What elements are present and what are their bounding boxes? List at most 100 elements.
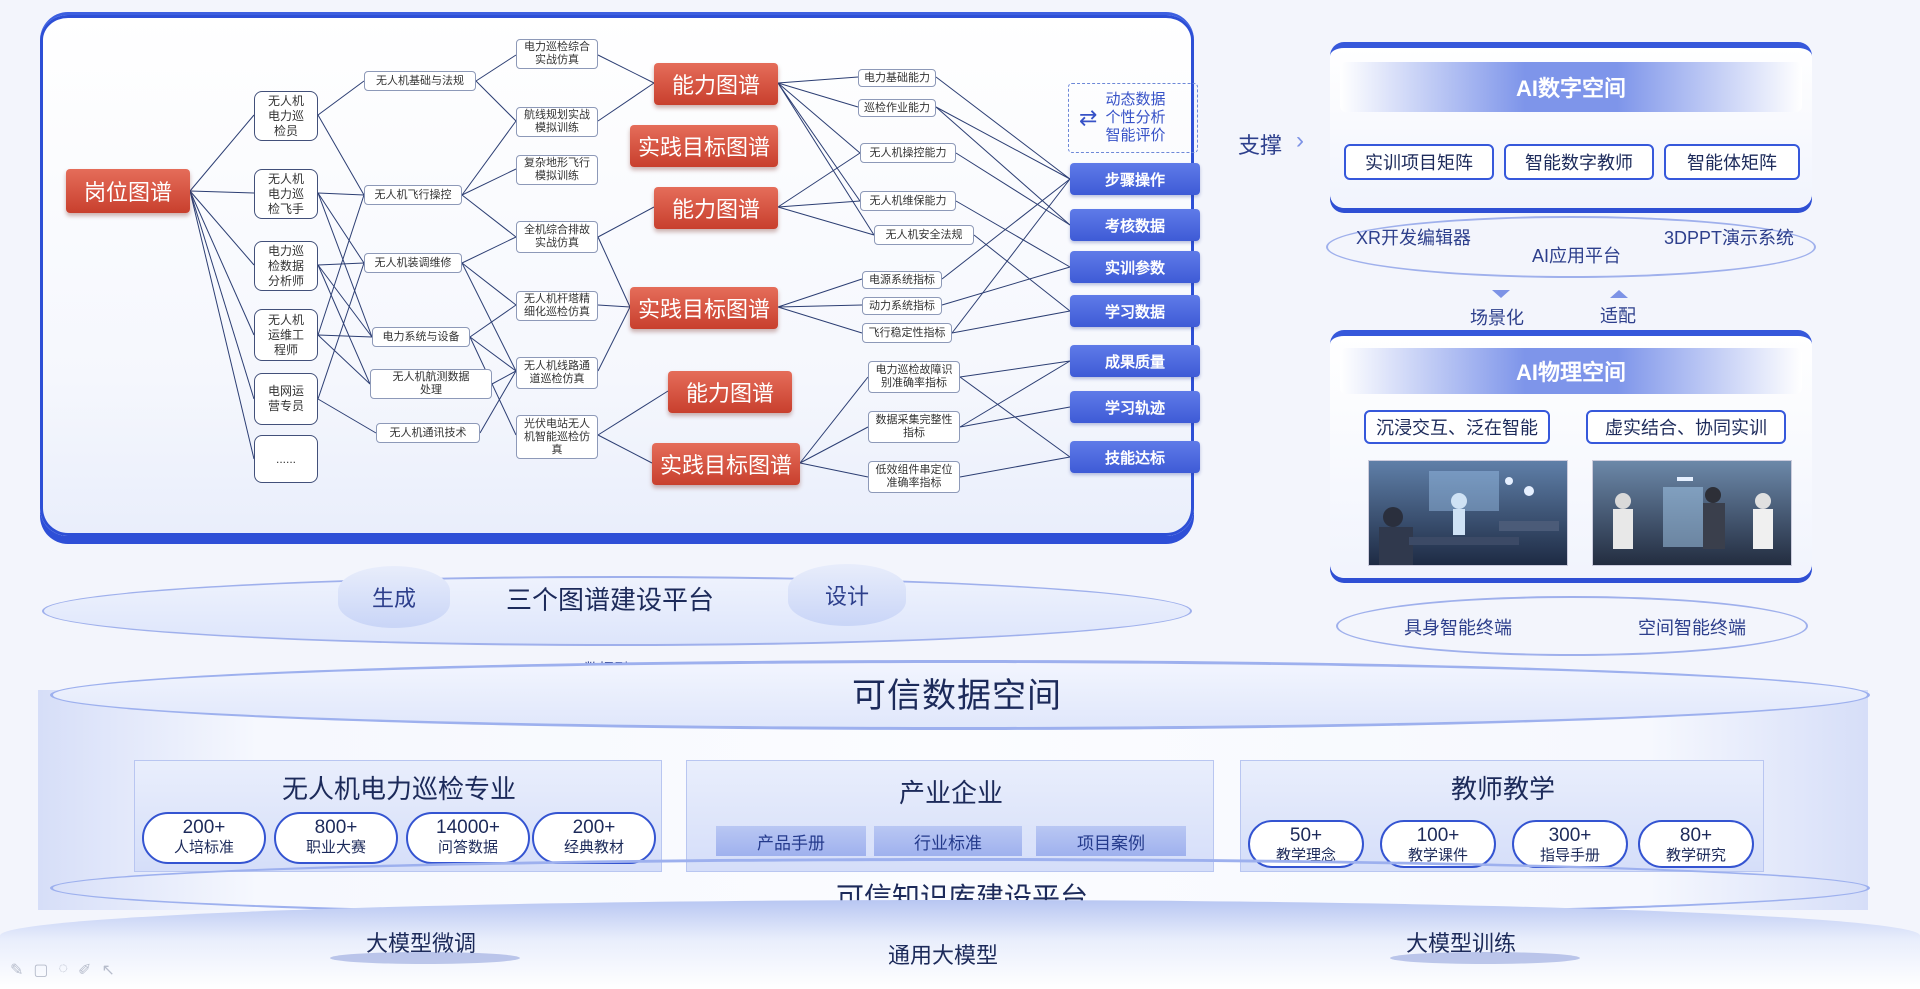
role-node[interactable]: 电网运 营专员 xyxy=(254,373,318,425)
skill-node[interactable]: 电力系统与设备 xyxy=(372,327,470,347)
connector-line xyxy=(597,82,655,122)
skill-node[interactable]: 无人机通讯技术 xyxy=(376,423,480,443)
role-node[interactable]: 无人机 运维工 程师 xyxy=(254,309,318,361)
output-step-ops[interactable]: 步骤操作 xyxy=(1070,163,1200,195)
connector-line xyxy=(799,426,869,464)
practice-graph-node[interactable]: 实践目标图谱 xyxy=(630,125,778,167)
connector-line xyxy=(461,168,517,196)
indicator-node[interactable]: 电力巡检故障识 别准确率指标 xyxy=(868,361,960,393)
dynamic-line: 个性分析 xyxy=(1105,109,1166,126)
output-exam-data[interactable]: 考核数据 xyxy=(1070,209,1200,241)
connector-line xyxy=(935,76,1071,180)
output-learning-track[interactable]: 学习轨迹 xyxy=(1070,391,1200,423)
connector-line xyxy=(189,190,255,266)
ability-graph-node[interactable]: 能力图谱 xyxy=(654,187,778,229)
stat-vocational-contest[interactable]: 800+职业大赛 xyxy=(274,812,398,864)
task-node[interactable]: 无人机线路通 道巡检仿真 xyxy=(516,357,598,389)
indicator-node[interactable]: 无人机操控能力 xyxy=(860,143,956,163)
connector-line xyxy=(973,234,1071,312)
stat-classic-textbook[interactable]: 200+经典教材 xyxy=(532,812,656,864)
practice-graph-node[interactable]: 实践目标图谱 xyxy=(630,287,778,329)
training-project-matrix-button[interactable]: 实训项目矩阵 xyxy=(1344,144,1494,180)
connector-line xyxy=(799,462,869,478)
connector-line xyxy=(959,360,1071,428)
product-manual-tag[interactable]: 产品手册 xyxy=(716,826,866,856)
industry-standard-tag[interactable]: 行业标准 xyxy=(874,826,1022,856)
stat-teaching-research[interactable]: 80+教学研究 xyxy=(1638,820,1754,868)
role-node[interactable]: 无人机 电力巡 检飞手 xyxy=(254,169,318,219)
role-node[interactable]: ...... xyxy=(254,435,318,483)
indicator-node[interactable]: 低效组件串定位 准确率指标 xyxy=(868,461,960,493)
copy-icon[interactable]: ▢ xyxy=(33,962,49,979)
indicator-node[interactable]: 飞行稳定性指标 xyxy=(862,323,952,343)
stat-number: 100+ xyxy=(1416,825,1460,846)
task-node[interactable]: 全机综合排故 实战仿真 xyxy=(516,221,598,253)
model-finetune-label: 大模型微调 xyxy=(366,931,477,956)
indicator-node[interactable]: 电力基础能力 xyxy=(858,69,936,87)
marker-icon[interactable]: ✐ xyxy=(78,962,92,979)
practice-graph-node[interactable]: 实践目标图谱 xyxy=(652,443,800,485)
skill-node[interactable]: 无人机航测数据 处理 xyxy=(370,369,492,399)
connector-line xyxy=(189,190,255,460)
connector-line xyxy=(777,278,863,308)
connector-line xyxy=(935,106,1071,180)
trusted-data-space-ring xyxy=(50,660,1870,730)
task-node[interactable]: 无人机杆塔精 细化巡检仿真 xyxy=(516,291,598,321)
connector-line xyxy=(317,264,371,385)
design-pill[interactable]: 设计 xyxy=(788,564,906,626)
connector-line xyxy=(597,306,631,372)
output-training-params[interactable]: 实训参数 xyxy=(1070,251,1200,283)
ai-digital-title: AI数字空间 xyxy=(1340,62,1802,112)
annotation-toolbar: ✎ ▢ ◌ ✐ ↖ xyxy=(10,960,115,980)
output-learning-data[interactable]: 学习数据 xyxy=(1070,295,1200,327)
stat-number: 14000+ xyxy=(436,817,500,838)
indicator-node[interactable]: 数据采集完整性 指标 xyxy=(868,411,960,443)
connector-line xyxy=(941,178,1071,280)
task-node[interactable]: 复杂地形飞行 模拟训练 xyxy=(516,155,598,185)
indicator-node[interactable]: 电源系统指标 xyxy=(862,271,942,289)
adapt-label: 适配 xyxy=(1600,306,1636,326)
stat-training-standard[interactable]: 200+人培标准 xyxy=(142,812,266,864)
indicator-node[interactable]: 巡检作业能力 xyxy=(858,99,936,117)
ai-physical-space-panel: AI物理空间 沉浸交互、泛在智能 虚实结合、协同实训 xyxy=(1330,330,1812,578)
role-graph-node[interactable]: 岗位图谱 xyxy=(66,169,190,213)
connector-line xyxy=(951,310,1071,334)
teaching-segment-title: 教师教学 xyxy=(1450,774,1555,804)
immersive-interaction-button[interactable]: 沉浸交互、泛在智能 xyxy=(1364,410,1550,444)
stat-courseware[interactable]: 100+教学课件 xyxy=(1380,820,1496,868)
ability-graph-node[interactable]: 能力图谱 xyxy=(654,63,778,105)
project-case-tag[interactable]: 项目案例 xyxy=(1036,826,1186,856)
connector-line xyxy=(479,370,517,434)
skill-node[interactable]: 无人机基础与法规 xyxy=(364,71,476,91)
stat-qa-data[interactable]: 14000+问答数据 xyxy=(406,812,530,864)
task-node[interactable]: 电力巡检综合 实战仿真 xyxy=(516,39,598,69)
task-node[interactable]: 航线规划实战 模拟训练 xyxy=(516,107,598,137)
dynamic-line: 动态数据 xyxy=(1105,91,1166,108)
generate-pill[interactable]: 生成 xyxy=(338,566,450,628)
stat-guide-manual[interactable]: 300+指导手册 xyxy=(1512,820,1628,868)
skill-node[interactable]: 无人机装调维修 xyxy=(364,253,462,273)
virtual-real-button[interactable]: 虚实结合、协同实训 xyxy=(1586,410,1786,444)
ability-graph-node[interactable]: 能力图谱 xyxy=(668,371,792,413)
swap-arrows-icon: ⇄ xyxy=(1079,105,1098,130)
connector-line xyxy=(461,194,517,238)
output-skill-reach[interactable]: 技能达标 xyxy=(1070,441,1200,473)
output-result-quality[interactable]: 成果质量 xyxy=(1070,345,1200,377)
connector-line xyxy=(317,334,373,338)
role-node[interactable]: 无人机 电力巡 检员 xyxy=(254,91,318,141)
connector-line xyxy=(777,82,861,202)
role-node[interactable]: 电力巡 检数据 分析师 xyxy=(254,241,318,291)
agent-matrix-button[interactable]: 智能体矩阵 xyxy=(1664,144,1800,180)
skill-node[interactable]: 无人机飞行操控 xyxy=(364,185,462,205)
lasso-icon[interactable]: ◌ xyxy=(58,960,69,977)
connector-line xyxy=(469,304,517,338)
connector-line xyxy=(777,82,859,108)
digital-teacher-button[interactable]: 智能数字教师 xyxy=(1504,144,1654,180)
stat-number: 80+ xyxy=(1679,825,1713,846)
pointer-icon[interactable]: ↖ xyxy=(101,962,115,979)
pen-icon[interactable]: ✎ xyxy=(10,962,24,979)
indicator-node[interactable]: 无人机安全法规 xyxy=(874,225,974,245)
indicator-node[interactable]: 动力系统指标 xyxy=(862,297,942,315)
task-node[interactable]: 光伏电站无人 机智能巡检仿 真 xyxy=(516,415,598,459)
indicator-node[interactable]: 无人机维保能力 xyxy=(860,191,956,211)
